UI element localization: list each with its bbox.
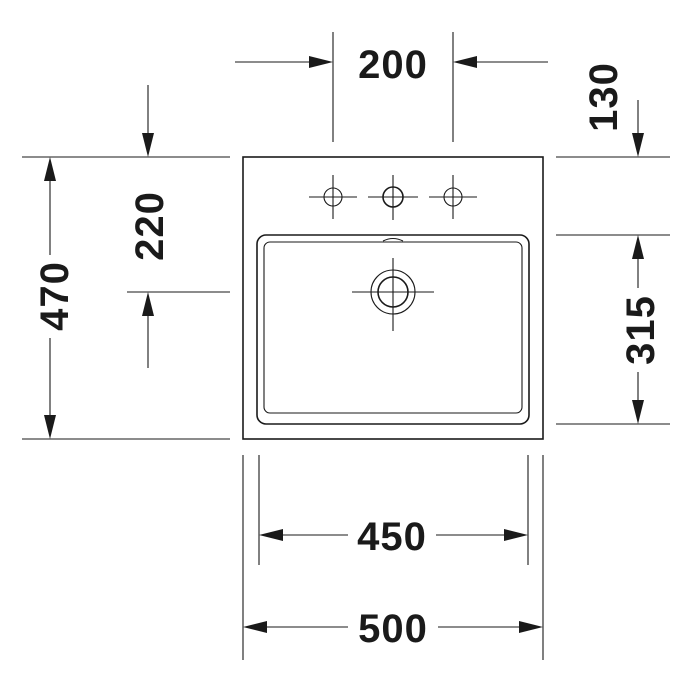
- dimension-top-to-tap: 130: [556, 62, 670, 158]
- dimension-label-450: 450: [357, 515, 427, 559]
- tap-hole-right: [429, 175, 477, 219]
- basin-top-view: [242, 156, 544, 440]
- basin-outer-edge: [242, 156, 544, 440]
- bowl-outer-rim: [256, 234, 530, 425]
- overflow-slot: [382, 237, 404, 242]
- dimension-overall-depth: 470: [22, 157, 230, 440]
- dimension-overall-width: 500: [242, 455, 544, 660]
- dimension-label-500: 500: [358, 607, 428, 651]
- drain-hole: [352, 258, 434, 331]
- tap-hole-left: [309, 175, 357, 219]
- bowl-inner-rim: [263, 241, 523, 414]
- dimension-tap-spacing: 200: [235, 32, 548, 142]
- dimension-bowl-depth: 315: [556, 234, 670, 425]
- dimension-label-315: 315: [619, 295, 663, 365]
- dimension-bowl-width: 450: [258, 455, 529, 565]
- dimension-label-200: 200: [358, 43, 428, 87]
- dimension-label-470: 470: [33, 261, 77, 331]
- tap-hole-center: [368, 175, 418, 220]
- dimension-tap-to-drain: 220: [22, 85, 230, 368]
- dimension-label-130: 130: [582, 62, 626, 132]
- dimension-label-220: 220: [128, 191, 172, 261]
